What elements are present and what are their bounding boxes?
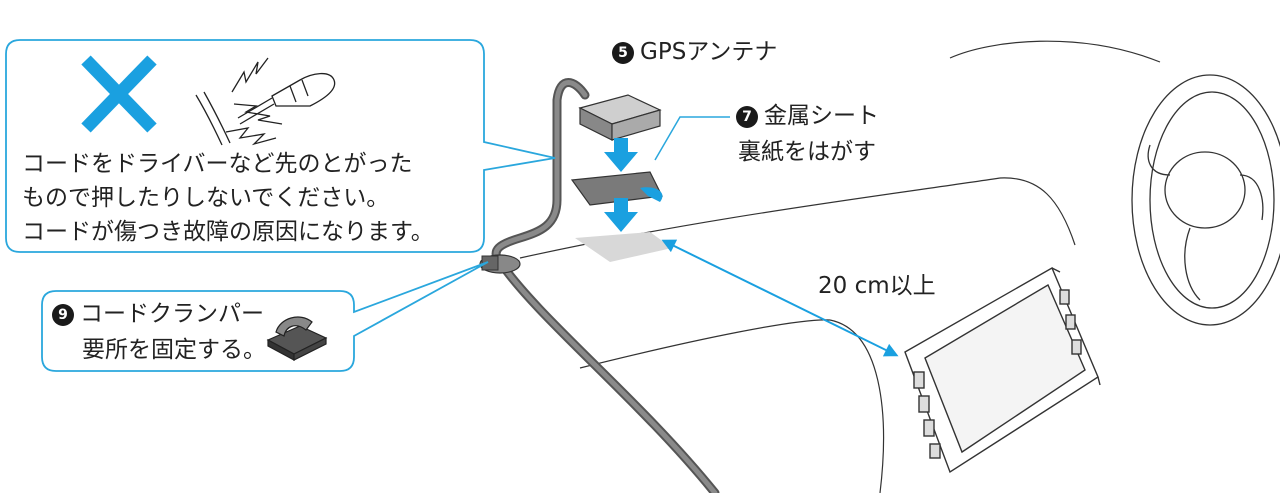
- screwdriver-icon: [195, 57, 336, 146]
- warning-line-1: コードをドライバーなど先のとがった: [22, 151, 413, 177]
- distance-label: 20 cm以上: [818, 273, 936, 299]
- steering-wheel: [1131, 74, 1280, 326]
- antenna-label-text: GPSアンテナ: [640, 39, 778, 65]
- antenna-cable: [491, 78, 720, 493]
- dashboard-clamper: [479, 254, 521, 274]
- cable-clamper-icon: [266, 316, 328, 362]
- clamper-callout: [41, 261, 489, 372]
- navigation-unit: [904, 267, 1101, 474]
- clamper-label-text: コードクランパー: [80, 301, 264, 327]
- warning-line-3: コードが傷つき故障の原因になります。: [22, 219, 434, 245]
- antenna-number-badge: 5: [612, 42, 634, 64]
- metal-sheet-note: 裏紙をはがす: [738, 139, 876, 165]
- gps-antenna-icon: [578, 94, 662, 141]
- metal-sheet-label-text: 金属シート: [764, 103, 879, 129]
- metal-sheet-illustration: [570, 171, 663, 206]
- antenna-footprint: [575, 232, 672, 262]
- warning-callout: [5, 39, 556, 253]
- cross-mark-icon: [81, 55, 157, 133]
- metal-sheet-leader: [654, 116, 730, 161]
- distance-arrow: [661, 239, 899, 357]
- metal-sheet-number-badge: 7: [736, 106, 758, 128]
- clamper-label: 9 コードクランパー: [52, 300, 264, 328]
- clamper-note: 要所を固定する。: [82, 337, 266, 363]
- clamper-number-badge: 9: [52, 304, 74, 326]
- antenna-label: 5 GPSアンテナ: [612, 38, 777, 66]
- placement-arrows: [604, 138, 638, 232]
- warning-line-2: もので押したりしないでください。: [22, 185, 390, 211]
- metal-sheet-label: 7 金属シート: [736, 102, 879, 130]
